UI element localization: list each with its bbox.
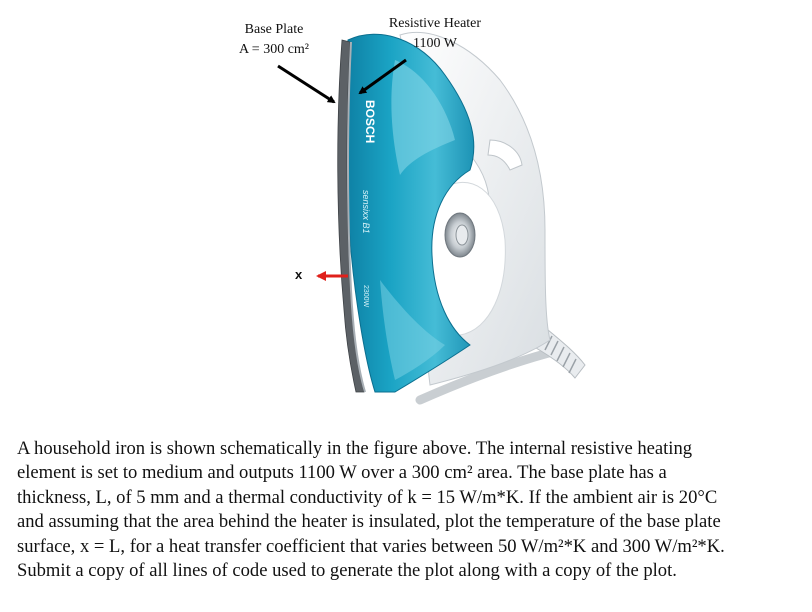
- heater-power: 1100 W: [413, 36, 457, 51]
- x-axis-label: x: [295, 267, 303, 282]
- base-plate-arrow: [277, 64, 336, 104]
- heater-title: Resistive Heater: [388, 16, 482, 31]
- dial-center: [455, 224, 469, 246]
- base-plate-edge: [347, 41, 366, 393]
- problem-statement: A household iron is shown schematically …: [17, 437, 807, 583]
- heater-arrow: [358, 58, 407, 95]
- model-text: sensixx B1: [361, 190, 371, 234]
- base-plate-title: Base Plate: [244, 22, 304, 37]
- problem-line: thickness, L, of 5 mm and a thermal cond…: [17, 486, 718, 508]
- water-tank: [380, 280, 445, 380]
- heater-label: Resistive Heater 1100 W: [365, 14, 505, 54]
- iron-figure: BOSCH sensixx B1 2300W: [277, 31, 586, 405]
- cord-guard-ribs: [544, 335, 577, 374]
- brand-logo: BOSCH: [363, 100, 377, 143]
- problem-line: Submit a copy of all lines of code used …: [17, 560, 677, 582]
- problem-line: A household iron is shown schematically …: [17, 438, 693, 459]
- problem-line: surface, x = L, for a heat transfer coef…: [17, 535, 725, 557]
- base-plate-label: Base Plate A = 300 cm²: [218, 20, 330, 60]
- steam-button: [487, 139, 523, 171]
- problem-line: and assuming that the area behind the he…: [17, 511, 721, 533]
- base-plate-area: A = 300 cm²: [238, 42, 310, 57]
- problem-line: element is set to medium and outputs 110…: [17, 462, 667, 484]
- rating-text: 2300W: [362, 285, 369, 308]
- body-highlight: [391, 60, 455, 175]
